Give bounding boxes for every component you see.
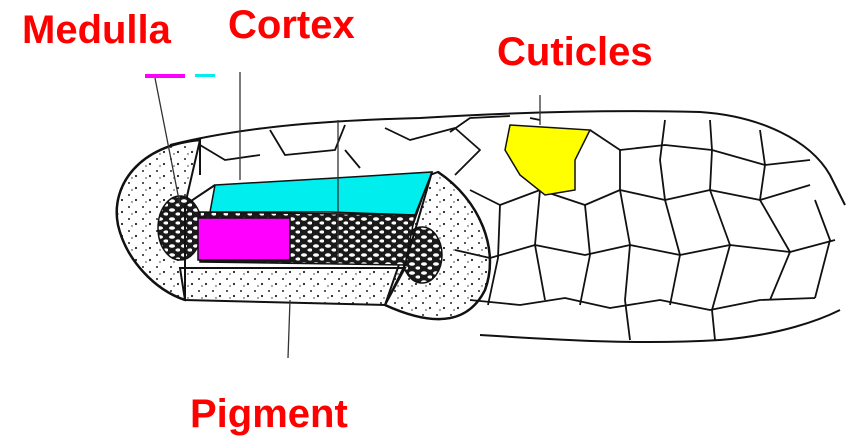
cortex-label: Cortex <box>228 5 355 45</box>
medulla-label: Medulla <box>22 10 171 50</box>
medulla-left <box>158 196 202 260</box>
cortex-colour-mark <box>195 74 215 77</box>
cuticle-highlight <box>505 125 590 195</box>
pigment-label: Pigment <box>190 394 348 434</box>
medulla-colour-mark <box>145 74 185 78</box>
pigment-region <box>198 218 290 260</box>
cuticles-label: Cuticles <box>497 32 653 72</box>
cortex-region <box>210 172 432 215</box>
leader-pigment <box>288 300 290 358</box>
cortex-lower <box>180 268 405 305</box>
